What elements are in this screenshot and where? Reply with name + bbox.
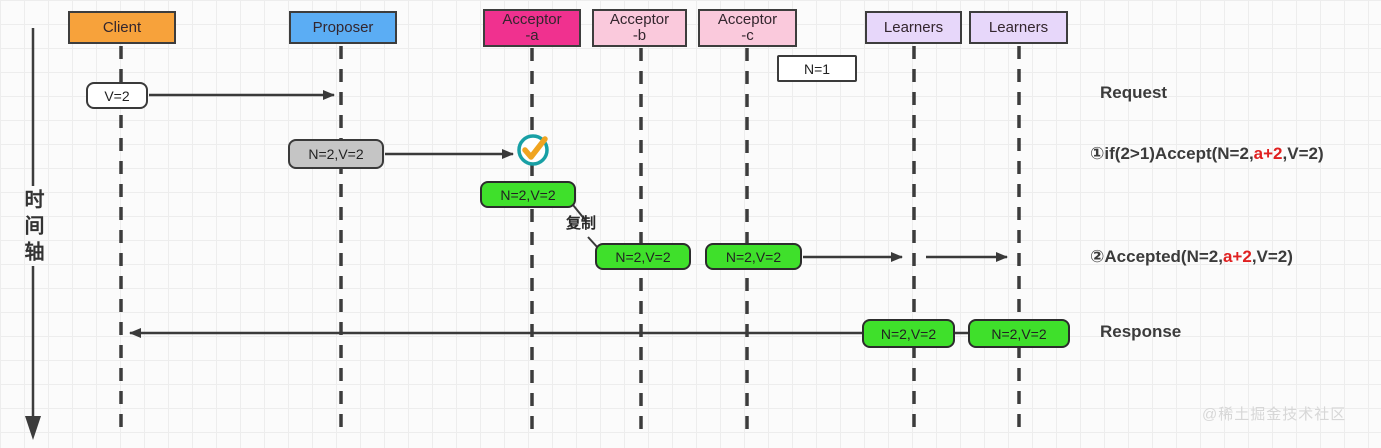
note-accepted-suffix: ,V=2) [1251,247,1293,266]
note-accepted-highlight: a+2 [1222,247,1252,266]
time-axis-label: 时间轴 [21,189,43,267]
watermark: @稀土掘金技术社区 [1202,406,1347,423]
actor-client: Client [68,11,176,44]
badge-accepted-b: N=2,V=2 [595,243,691,270]
badge-learner-left: N=2,V=2 [862,319,955,348]
badge-accepted-c: N=2,V=2 [705,243,802,270]
actor-acceptor-a: Acceptor -a [483,9,581,47]
actor-acceptor-c: Acceptor -c [698,9,797,47]
note-accepted-prefix: ②Accepted(N=2, [1090,247,1223,266]
badge-proposal: N=2,V=2 [288,139,384,169]
actor-learners-1: Learners [865,11,962,44]
check-icon [517,134,549,166]
badge-learner-right: N=2,V=2 [968,319,1070,348]
note-request: Request [1100,83,1168,102]
badge-client-value: V=2 [86,82,148,109]
note-accept-highlight: a+2 [1253,144,1283,163]
badge-round-number: N=1 [777,55,857,82]
note-accept-prefix: ①if(2>1)Accept(N=2, [1090,144,1254,163]
badge-accepted-a: N=2,V=2 [480,181,576,208]
copy-label: 复制 [566,215,597,232]
actor-learners-2: Learners [969,11,1068,44]
actor-proposer: Proposer [289,11,397,44]
note-accept: ①if(2>1)Accept(N=2,a+2,V=2) [1090,144,1324,164]
note-accepted: ②Accepted(N=2,a+2,V=2) [1090,247,1293,267]
note-accept-suffix: ,V=2) [1282,144,1324,163]
note-response: Response [1100,322,1182,341]
actor-acceptor-b: Acceptor -b [592,9,687,47]
